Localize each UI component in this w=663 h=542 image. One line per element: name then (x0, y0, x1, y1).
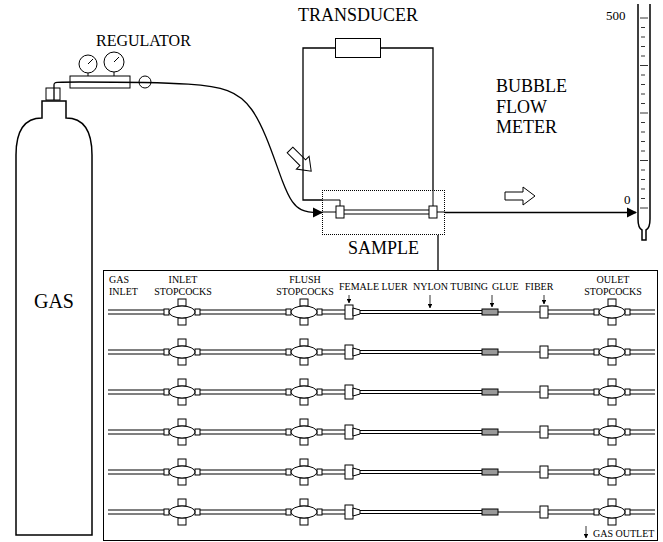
sample-box: SAMPLE (322, 190, 445, 235)
sample-row (108, 459, 655, 485)
sample-row (108, 379, 655, 405)
part-label: GLUE (492, 281, 519, 293)
sample-fittings (322, 190, 445, 218)
part-label: FEMALE LUER (339, 281, 408, 293)
part-label: FIBER (525, 281, 553, 293)
part-label: FLUSH STOPCOCKS (270, 274, 340, 297)
node-outline-path (16, 101, 92, 535)
part-label: OULET STOPCOCKS (578, 274, 648, 297)
node-title: TRANSDUCER (298, 5, 418, 26)
node-outline-path (638, 4, 650, 240)
node-outline (15, 100, 93, 536)
connector-line (381, 48, 433, 190)
sample-row (108, 419, 655, 445)
flow-arrow (505, 187, 535, 205)
connector-line (54, 82, 322, 213)
sample-detail-panel: GAS INLETINLET STOPCOCKSFLUSH STOPCOCKSF… (103, 270, 658, 541)
sample-row (108, 299, 655, 325)
gas-cylinder: GAS (15, 100, 93, 536)
bubble-flow-meter: BUBBLE FLOW METER (636, 4, 652, 242)
flow-arrow (284, 144, 318, 178)
scale-number: 500 (606, 9, 626, 24)
part-name: REGULATOR (96, 32, 191, 50)
part-label: NYLON TUBING (413, 281, 488, 293)
connector-line (437, 235, 438, 270)
node-title: SAMPLE (348, 238, 419, 259)
part-label: GAS INLET (109, 274, 151, 297)
meter-scale (640, 18, 648, 208)
connector-line (445, 212, 636, 213)
transducer-box: TRANSDUCER (335, 38, 381, 58)
part-label: INLET STOPCOCKS (148, 274, 218, 297)
node-title: GAS (15, 290, 93, 313)
node-outline (636, 4, 652, 242)
connector-line (303, 48, 335, 200)
part-label: GAS OUTLET (593, 528, 654, 540)
sample-row (108, 499, 655, 525)
leader-lines (349, 295, 586, 538)
node-title: BUBBLE FLOW METER (496, 76, 581, 138)
sample-row (108, 339, 655, 365)
scale-number: 0 (624, 193, 631, 208)
cylinder-valve (46, 88, 60, 100)
